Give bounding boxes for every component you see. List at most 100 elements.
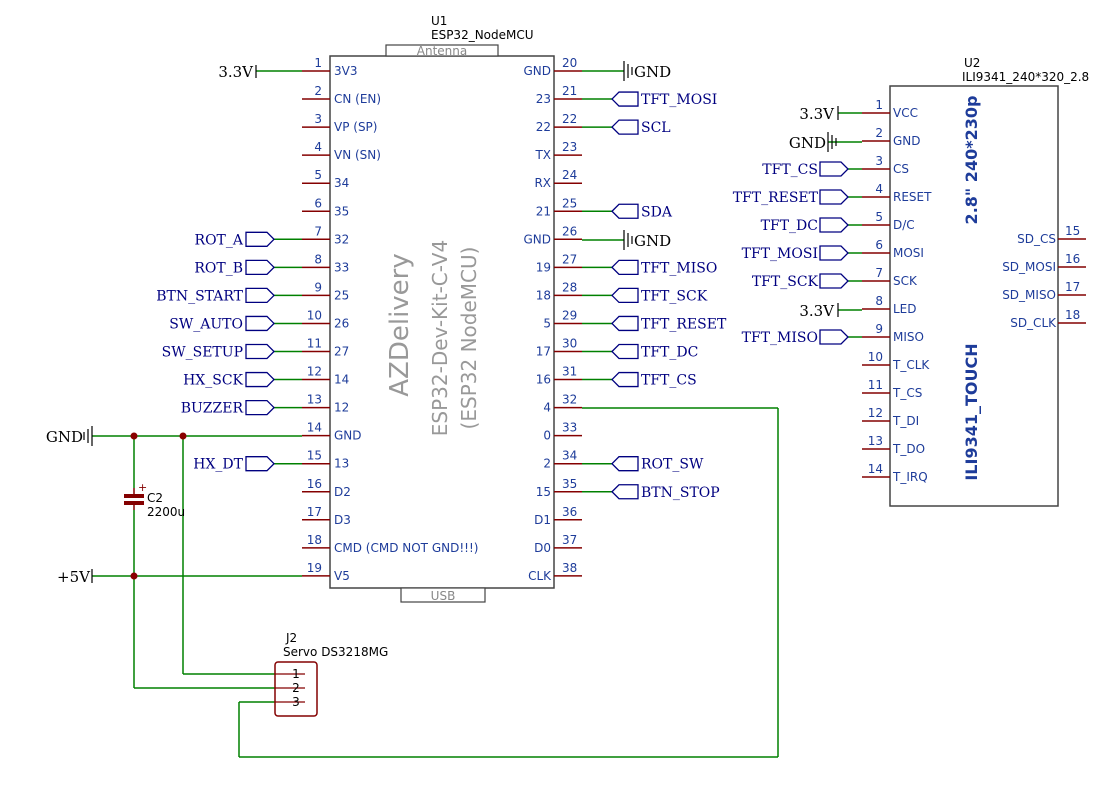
- u2-net-labels: TFT_CSTFT_RESETTFT_DCTFT_MOSITFT_SCKTFT_…: [733, 161, 862, 346]
- net-label-sda: SDA: [582, 203, 673, 220]
- u1-pin-number: 33: [562, 421, 577, 435]
- u1-pin-name: GND: [523, 232, 551, 246]
- net-label-tft_sck: TFT_SCK: [582, 287, 708, 304]
- u1-pin-number: 27: [562, 252, 577, 266]
- u2-pin-name: RESET: [893, 190, 932, 204]
- c2-plate-positive: [124, 494, 144, 498]
- u1-pin-name: 23: [536, 92, 551, 106]
- u2-pin-name: LED: [893, 302, 917, 316]
- u1-pin-number: 28: [562, 280, 577, 294]
- u2-pin-name: T_DO: [892, 442, 925, 456]
- u1-model-sub: (ESP32 NodeMCU): [457, 247, 481, 430]
- u1-pin-number: 31: [562, 365, 577, 379]
- junction-gnd-c2: [130, 432, 138, 440]
- u2-net-label-tft_cs: TFT_CS: [762, 161, 862, 178]
- u1-pin-name: RX: [534, 176, 551, 190]
- u2-ref: U2: [964, 56, 980, 70]
- u1-pin-number: 36: [562, 505, 577, 519]
- u2-vcc-power-label: 3.3V: [799, 105, 835, 123]
- u1-pin-name: 2: [543, 457, 551, 471]
- u2-body: [889, 85, 1059, 507]
- net-label-text: TFT_DC: [641, 345, 698, 361]
- net-label-hx_sck: HX_SCK: [183, 371, 302, 389]
- u1-pin-name: 4: [543, 401, 551, 415]
- net-label-tft_miso: TFT_MISO: [582, 259, 717, 276]
- u1-pin-31: 31 16: [536, 365, 582, 387]
- u1-pin-7: 732: [302, 224, 349, 246]
- u1-pin-name: GND: [523, 64, 551, 78]
- u2-pin-number: 15: [1065, 224, 1080, 238]
- net-label-rot_a: ROT_A: [195, 231, 302, 248]
- j2-pin-1: 1: [292, 667, 300, 681]
- u1-right-pins: 20GND2123222223TX24RX252126GND2719281829…: [523, 56, 582, 583]
- u1-pin-name: VP (SP): [334, 120, 377, 134]
- u1-right-gnd-symbols: GND GND: [582, 61, 671, 250]
- net-label-text: TFT_SCK: [752, 274, 819, 290]
- u2-net-label-tft_mosi: TFT_MOSI: [742, 245, 862, 262]
- net-label-sw_setup: SW_SETUP: [162, 343, 302, 361]
- u1-pin-number: 37: [562, 533, 577, 547]
- j2-pin-3: 3: [292, 695, 300, 709]
- u1-pin-name: 34: [334, 176, 349, 190]
- u2-pin-12: 12T_DI: [862, 406, 919, 428]
- net-label-sw_auto: SW_AUTO: [169, 315, 302, 332]
- net-label-text: TFT_CS: [641, 373, 697, 389]
- u1-pin-3: 3 VP (SP): [302, 112, 377, 134]
- u1-pin-number: 32: [562, 393, 577, 407]
- gnd-label-pin26: GND: [634, 232, 671, 250]
- u1-pin-name: 14: [334, 373, 349, 387]
- u1-pin-name: 25: [334, 288, 349, 302]
- u1-pin-name: 16: [536, 373, 551, 387]
- u1-pin-number: 11: [307, 337, 322, 351]
- u2-pin-name: MOSI: [893, 246, 924, 260]
- net-label-text: HX_DT: [193, 457, 243, 473]
- c2-ref: C2: [147, 491, 163, 505]
- u1-pin-name: 35: [334, 204, 349, 218]
- u1-pin-name: 5: [543, 316, 551, 330]
- u1-pin-number: 3: [314, 112, 322, 126]
- u2-pin-number: 16: [1065, 252, 1080, 266]
- u2-pin-5: 5D/C: [862, 210, 915, 232]
- u1-antenna-box: [385, 44, 499, 57]
- u2-pin-name: D/C: [893, 218, 915, 232]
- u1-pin-number: 7: [314, 224, 322, 238]
- u2-pin-name: MISO: [893, 330, 924, 344]
- u1-right-net-labels: TFT_MOSISCLSDATFT_MISOTFT_SCKTFT_RESETTF…: [582, 91, 727, 501]
- u2-power: 3.3V GND 3.3V: [789, 105, 862, 320]
- u1-pin-name: 19: [536, 260, 551, 274]
- junction-5v: [130, 572, 138, 580]
- u2-subtitle: ILI9341_TOUCH: [962, 343, 981, 480]
- net-label-text: SW_AUTO: [169, 316, 243, 332]
- u1-pin-name: D2: [334, 485, 351, 499]
- u1-pin-number: 8: [314, 252, 322, 266]
- v5-label: +5V: [57, 568, 91, 586]
- u2-pin-name: SD_MISO: [1002, 288, 1056, 302]
- u2-pin-11: 11T_CS: [862, 378, 922, 400]
- net-label-text: ROT_B: [194, 260, 243, 276]
- u1-pin-32: 32 4: [543, 393, 582, 415]
- j2-pin-2: 2: [292, 681, 300, 695]
- u2-pin-name: T_DI: [892, 414, 919, 428]
- u1-pin-number: 21: [562, 84, 577, 98]
- u1-pin-number: 17: [307, 505, 322, 519]
- u1-pin-name: GND: [334, 429, 362, 443]
- u1-pin-name: TX: [534, 148, 551, 162]
- u1-pin-number: 25: [562, 196, 577, 210]
- u1-pin-number: 38: [562, 561, 577, 575]
- u1-pin-number: 22: [562, 112, 577, 126]
- net-label-text: TFT_SCK: [641, 288, 708, 304]
- u1-usb-label: USB: [431, 589, 456, 603]
- u2-pin-number: 18: [1065, 308, 1080, 322]
- net-label-text: SDA: [641, 204, 673, 220]
- net-label-text: TFT_RESET: [641, 316, 727, 332]
